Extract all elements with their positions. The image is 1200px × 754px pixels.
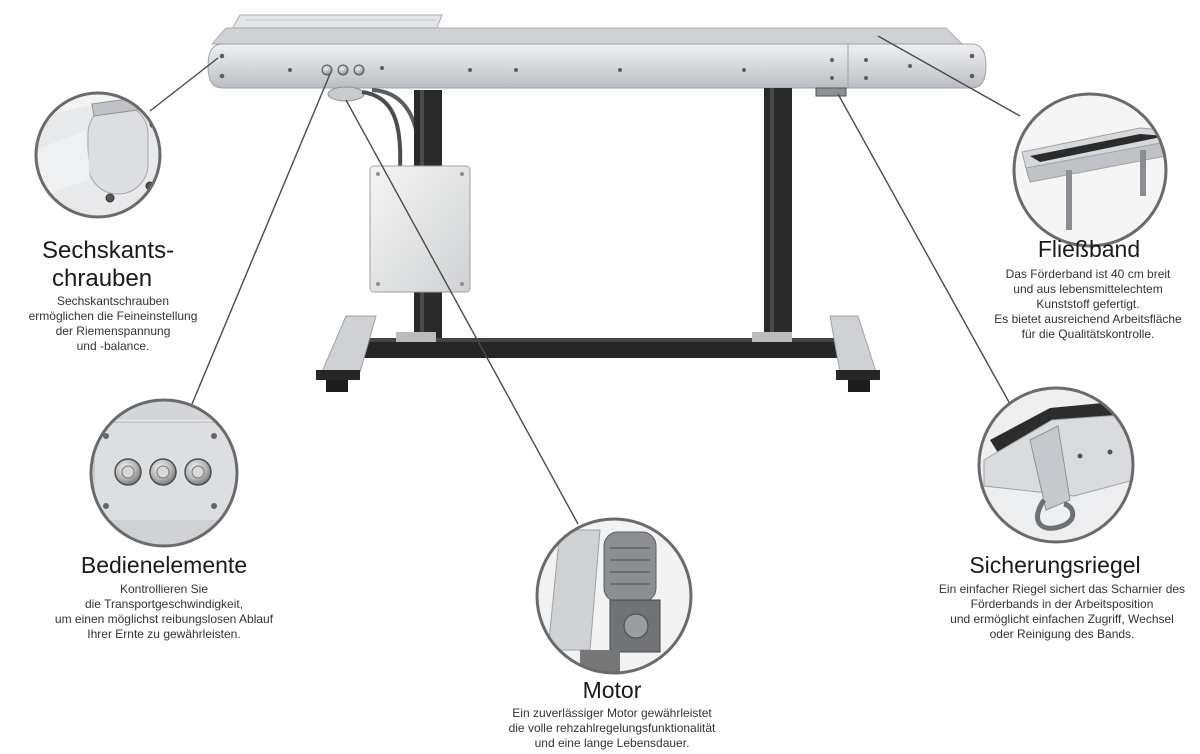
desc-controls: Kontrollieren Sie die Transportgeschwind… [54,582,274,641]
detail-circle-latch [977,386,1135,544]
heading-hex-bolts-line1: Sechskants- [42,237,175,264]
conveyor-machine [207,14,987,392]
detail-circle-belt [1012,92,1168,248]
heading-hex-bolts-line2: chrauben [52,265,153,292]
heading-latch: Sicherungsriegel [969,552,1141,578]
leader-lines [149,35,1021,525]
detail-circle-motor [535,517,693,675]
desc-motor: Ein zuverlässiger Motor gewährleistet di… [508,706,716,750]
desc-latch: Ein einfacher Riegel sichert das Scharni… [938,582,1186,641]
desc-hex-bolts: Sechskantschrauben ermöglichen die Feine… [28,294,198,353]
heading-controls: Bedienelemente [80,552,248,578]
heading-belt: Fließband [1037,236,1141,262]
heading-motor: Motor [582,677,642,703]
desc-belt: Das Förderband ist 40 cm breit und aus l… [994,267,1182,341]
detail-circle-controls [89,398,239,548]
detail-circle-hex-bolts [34,91,162,219]
